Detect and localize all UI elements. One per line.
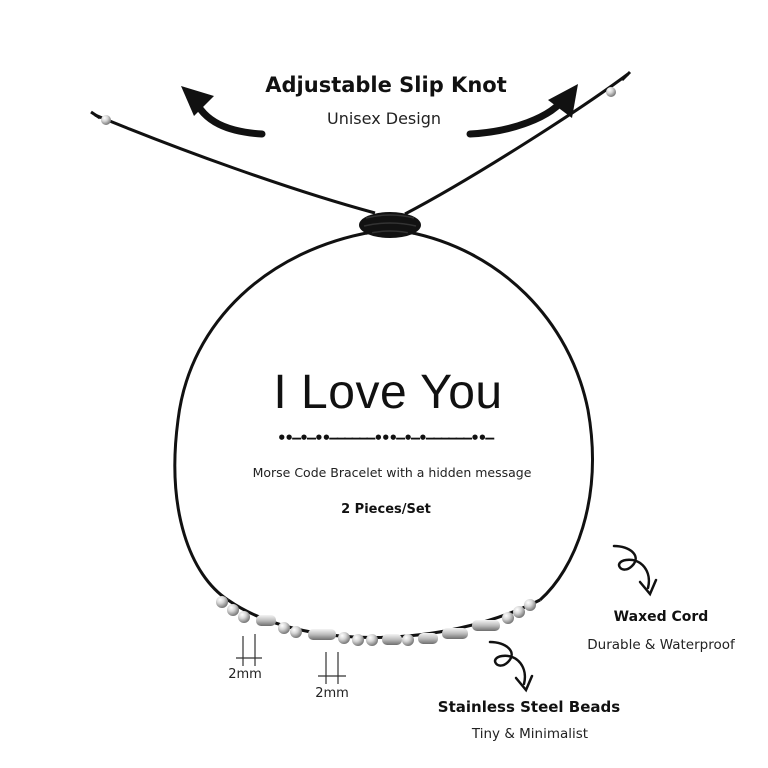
arrow-right-icon	[466, 84, 578, 138]
bead-row	[216, 596, 536, 646]
arrow-left-icon	[181, 86, 266, 138]
feature-beads-title: Stainless Steel Beads	[437, 698, 621, 716]
morse-code-line: ••–•–••––––––•••–•–•––––––••–	[277, 429, 494, 447]
feature-cord-subtitle: Durable & Waterproof	[587, 637, 735, 653]
feature-beads-subtitle: Tiny & Minimalist	[471, 726, 589, 742]
dimension-marker-right	[318, 652, 346, 684]
slip-knot	[359, 212, 421, 238]
cord-ends	[90, 70, 632, 216]
dimension-marker-left	[236, 634, 262, 666]
squiggle-arrow-beads-icon	[488, 640, 534, 693]
hidden-message-title: I Love You	[273, 366, 503, 419]
bead-size-label-right: 2mm	[315, 686, 349, 701]
subhead: Unisex Design	[327, 109, 441, 128]
bead-size-label-left: 2mm	[228, 667, 262, 682]
squiggle-arrow-cord-icon	[612, 544, 658, 597]
product-description: Morse Code Bracelet with a hidden messag…	[252, 465, 532, 480]
set-count: 2 Pieces/Set	[341, 502, 431, 517]
headline: Adjustable Slip Knot	[265, 73, 507, 97]
feature-cord-title: Waxed Cord	[613, 609, 709, 625]
